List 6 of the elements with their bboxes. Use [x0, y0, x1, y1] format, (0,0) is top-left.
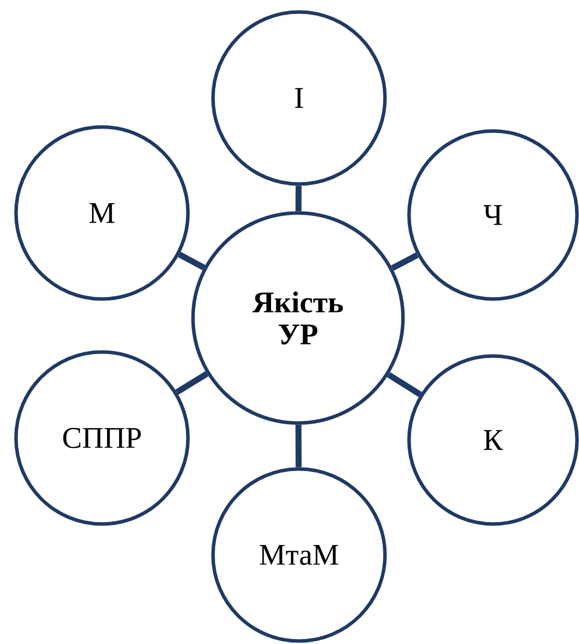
- connector: [175, 371, 209, 395]
- connector: [386, 372, 422, 398]
- connector: [295, 424, 302, 468]
- connector: [390, 252, 419, 271]
- connector: [178, 252, 206, 270]
- connector: [296, 186, 302, 212]
